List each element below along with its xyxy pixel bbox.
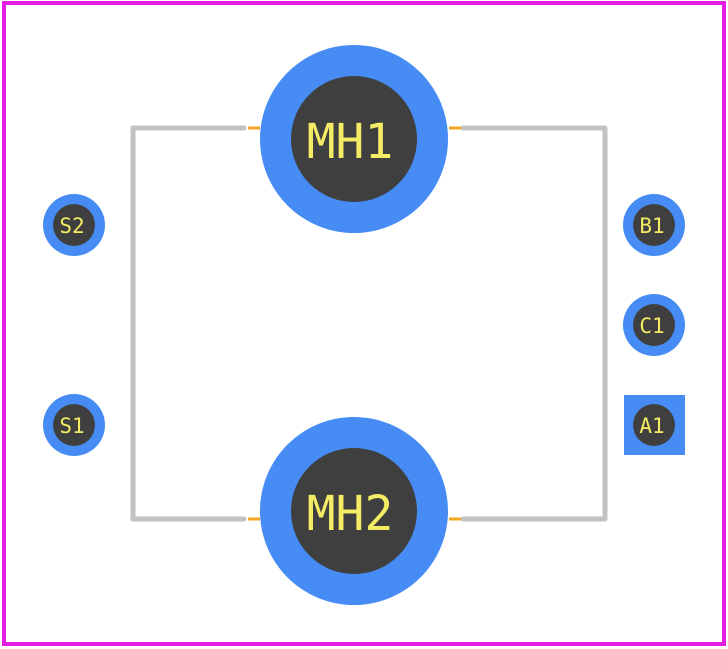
pad-s1-drill bbox=[53, 404, 95, 446]
pad-mh2[interactable]: MH2 bbox=[260, 417, 448, 605]
pad-b1[interactable]: B1 bbox=[623, 194, 685, 256]
pad-b1-drill bbox=[633, 204, 675, 246]
pad-mh1[interactable]: MH1 bbox=[260, 45, 448, 233]
pad-mh2-label: MH2 bbox=[307, 486, 394, 542]
pad-s2-label: S2 bbox=[59, 214, 84, 238]
pad-c1-drill bbox=[633, 304, 675, 346]
pad-a1[interactable]: A1 bbox=[624, 395, 685, 455]
pad-c1-label: C1 bbox=[639, 314, 664, 338]
pad-a1-label: A1 bbox=[639, 414, 664, 438]
pad-c1[interactable]: C1 bbox=[623, 294, 685, 356]
pad-s1-label: S1 bbox=[59, 414, 84, 438]
silkscreen-left-top bbox=[130, 125, 247, 522]
pad-b1-label: B1 bbox=[639, 214, 664, 238]
component-silkscreen bbox=[130, 125, 608, 522]
pad-s2[interactable]: S2 bbox=[43, 194, 105, 256]
pad-mh2-drill bbox=[291, 448, 417, 574]
pad-s2-drill bbox=[53, 204, 95, 246]
pad-mh1-drill bbox=[291, 76, 417, 202]
pad-mh1-label: MH1 bbox=[307, 114, 394, 170]
pin-marks bbox=[248, 126, 461, 521]
pad-s1[interactable]: S1 bbox=[43, 394, 105, 456]
pad-a1-drill bbox=[633, 404, 675, 446]
silkscreen-right-top bbox=[460, 125, 608, 522]
